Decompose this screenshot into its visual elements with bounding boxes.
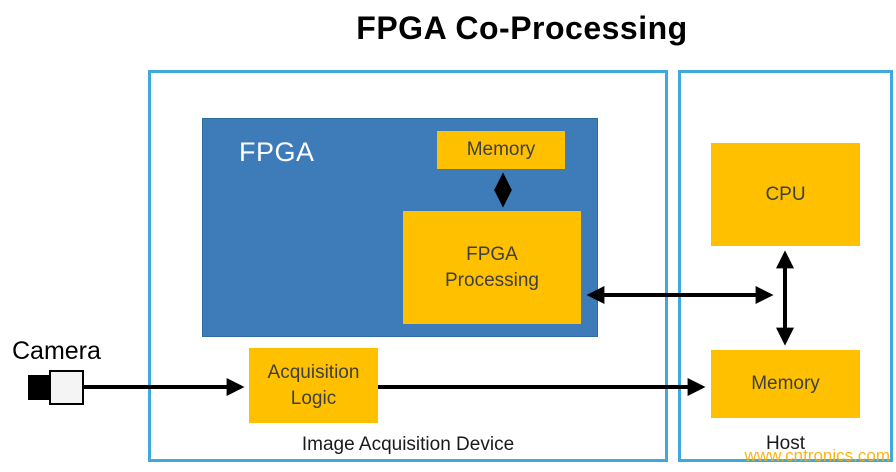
fpga-memory-node: Memory xyxy=(437,131,565,169)
fpga-memory-label: Memory xyxy=(466,139,536,161)
acquisition-logic-node: Acquisition Logic xyxy=(249,348,378,423)
acquisition-logic-label: Acquisition Logic xyxy=(267,361,360,409)
camera-lens xyxy=(28,375,50,400)
diagram-title: FPGA Co-Processing xyxy=(356,10,688,46)
cpu-label: CPU xyxy=(765,183,806,205)
camera-body xyxy=(49,370,84,405)
camera-icon xyxy=(28,370,84,405)
image-acquisition-device-label: Image Acquisition Device xyxy=(301,434,515,455)
watermark: www.cntronics.com xyxy=(744,446,890,465)
fpga-label: FPGA xyxy=(239,137,315,167)
camera-label: Camera xyxy=(12,337,101,365)
fpga-processing-label: FPGA Processing xyxy=(445,243,539,291)
cpu-node: CPU xyxy=(711,143,860,246)
host-label: Host xyxy=(765,433,806,454)
host-memory-node: Memory xyxy=(711,350,860,418)
fpga-processing-node: FPGA Processing xyxy=(403,211,581,324)
host-memory-label: Memory xyxy=(751,373,820,395)
